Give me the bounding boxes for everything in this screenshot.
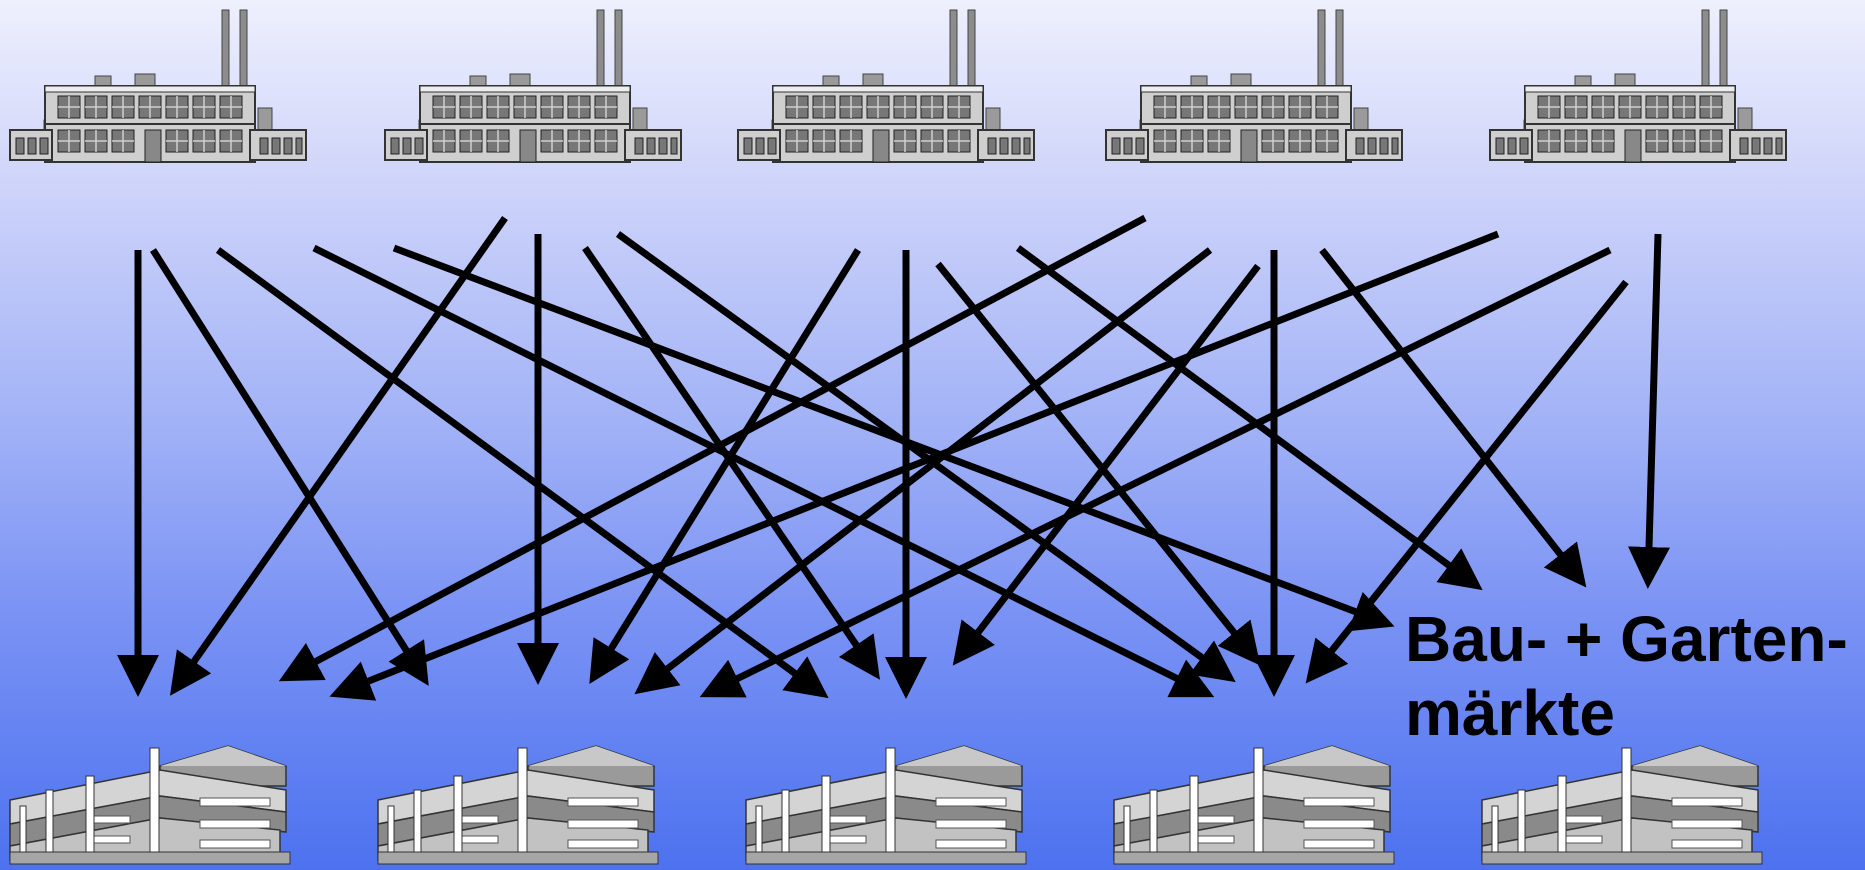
factory-icon xyxy=(738,10,1034,162)
supply-arrow xyxy=(1322,250,1582,582)
market-label: Bau- + Garten- märkte xyxy=(1405,602,1848,750)
supply-arrow xyxy=(285,218,1145,678)
factory-icon xyxy=(10,10,306,162)
market-building-icon xyxy=(746,746,1026,864)
factory-icon xyxy=(1106,10,1402,162)
supply-arrow xyxy=(153,250,425,680)
supply-arrow xyxy=(1018,248,1477,586)
market-building-icon xyxy=(10,746,290,864)
factory-icon xyxy=(1490,10,1786,162)
supply-arrow xyxy=(174,218,505,690)
market-building-icon xyxy=(1482,746,1762,864)
market-label-line2: märkte xyxy=(1405,676,1848,750)
supply-arrow xyxy=(1648,234,1658,582)
market-building-icon xyxy=(378,746,658,864)
supply-arrow xyxy=(314,248,1208,694)
market-label-line1: Bau- + Garten- xyxy=(1405,602,1848,676)
market-building-icon xyxy=(1114,746,1394,864)
supply-arrow xyxy=(938,264,1256,660)
factory-icon xyxy=(385,10,681,162)
